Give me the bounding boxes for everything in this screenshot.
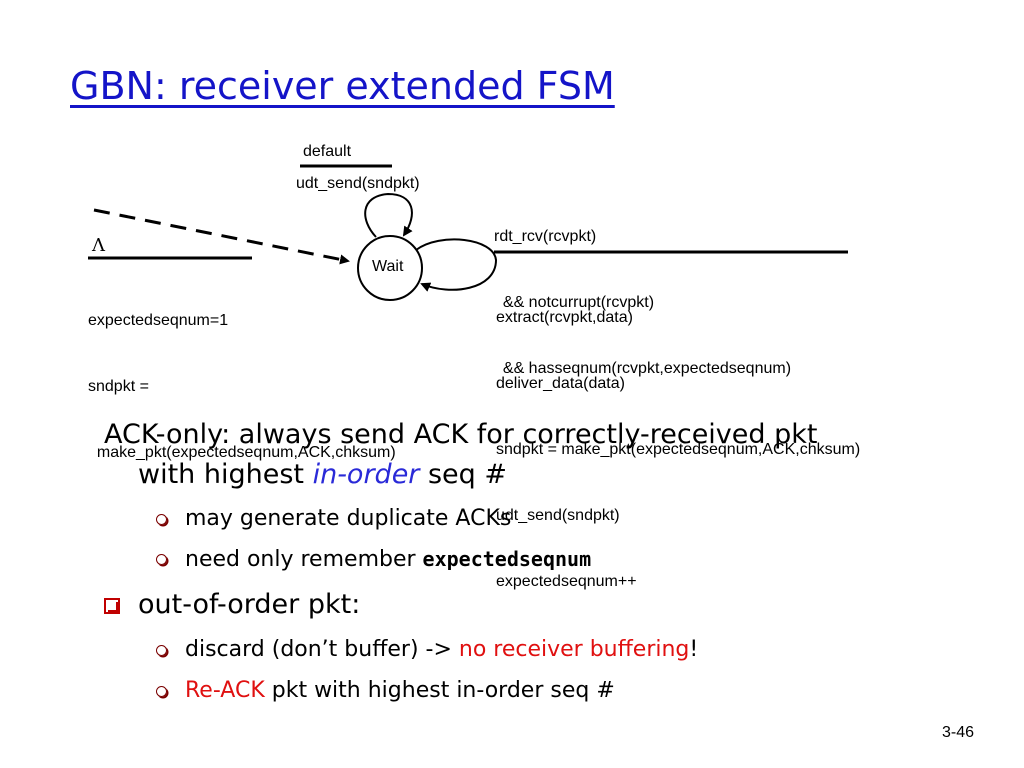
page-number: 3-46 <box>941 724 974 741</box>
bullet-ack-only-line2: with highest in-order seq # <box>138 459 508 490</box>
initial-transition-arrow <box>93 208 350 265</box>
sub-bullet-remember: need only remember expectedseqnum <box>185 547 592 572</box>
emphasis-re-ack: Re-ACK <box>185 678 265 703</box>
action-line: deliver_data(data) <box>496 375 625 392</box>
right-loop-actions: extract(rcvpkt,data) deliver_data(data) … <box>496 263 860 615</box>
action-line: udt_send(sndpkt) <box>496 507 620 524</box>
sub-bullet-icon <box>156 554 167 565</box>
slide-title: GBN: receiver extended FSM <box>70 64 615 108</box>
code-expectedseqnum: expectedseqnum <box>422 547 592 571</box>
top-loop-action: udt_send(sndpkt) <box>296 175 420 192</box>
bullet-ack-only-line1: ACK-only: always send ACK for correctly-… <box>104 419 818 450</box>
sub-bullet-discard: discard (don’t buffer) -> no receiver bu… <box>185 637 699 662</box>
state-circle-wait <box>357 235 423 301</box>
initial-condition-lambda: Λ <box>92 235 105 256</box>
right-loop-condition: rdt_rcv(rcvpkt) && notcurrupt(rcvpkt) &&… <box>494 182 791 402</box>
self-loop-right-arrow <box>415 238 498 292</box>
self-loop-top-arrow <box>364 192 413 238</box>
action-line: make_pkt(expectedseqnum,ACK,chksum) <box>88 444 396 461</box>
condition-line: && notcurrupt(rcvpkt) <box>494 294 655 311</box>
condition-line: rdt_rcv(rcvpkt) <box>494 228 597 245</box>
action-line: sndpkt = make_pkt(expectedseqnum,ACK,chk… <box>496 441 861 458</box>
sub-bullet-icon <box>156 514 167 525</box>
bullet-box-icon <box>104 598 120 614</box>
sub-bullet-duplicate-acks: may generate duplicate ACKs <box>185 506 512 531</box>
action-line: sndpkt = <box>88 378 149 395</box>
top-loop-condition: default <box>303 143 352 160</box>
emphasis-in-order: in-order <box>312 459 420 490</box>
bullet-out-of-order: out-of-order pkt: <box>138 589 361 620</box>
emphasis-no-buffering: no receiver buffering <box>458 637 690 662</box>
action-line: expectedseqnum=1 <box>88 312 229 329</box>
state-label-wait: Wait <box>372 258 404 275</box>
sub-bullet-re-ack: Re-ACK pkt with highest in-order seq # <box>185 678 615 703</box>
condition-line: && hasseqnum(rcvpkt,expectedseqnum) <box>494 360 792 377</box>
initial-actions: expectedseqnum=1 sndpkt = make_pkt(expec… <box>88 266 396 486</box>
action-line: expectedseqnum++ <box>496 573 637 590</box>
action-line: extract(rcvpkt,data) <box>496 309 633 326</box>
sub-bullet-icon <box>156 686 167 697</box>
sub-bullet-icon <box>156 645 167 656</box>
